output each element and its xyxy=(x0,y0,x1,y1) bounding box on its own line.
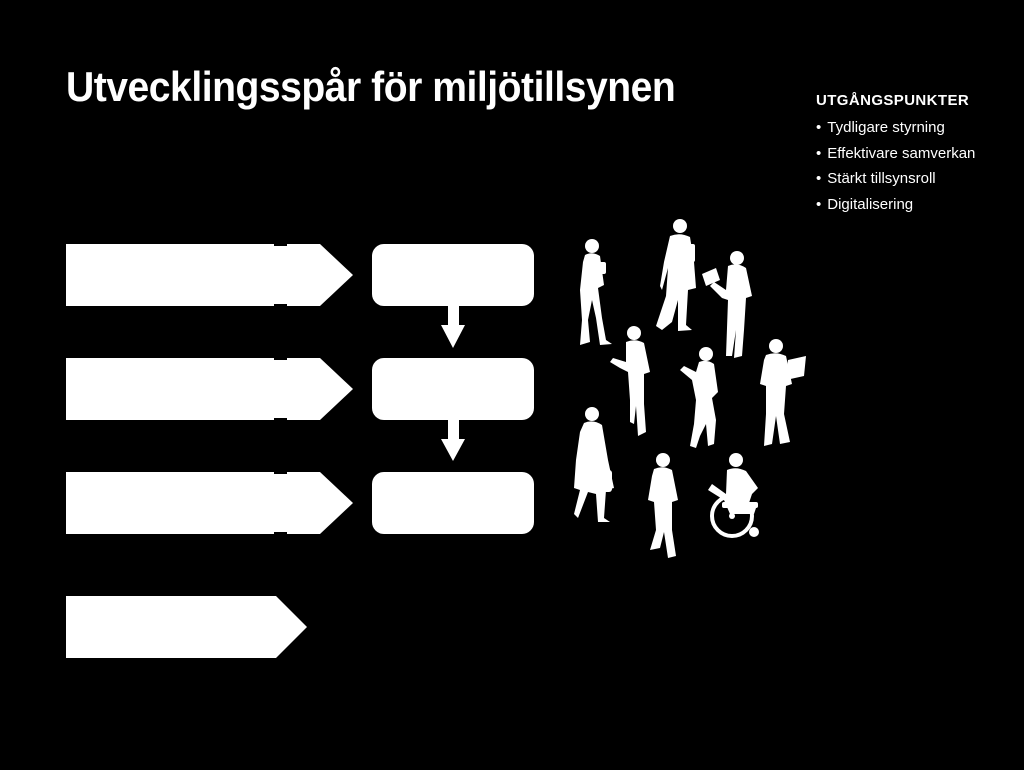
page-title: Utvecklingsspår för miljötillsynen xyxy=(66,63,676,110)
starting-point-item: Tydligare styrning xyxy=(816,115,1016,141)
starting-points-panel: UTGÅNGSPUNKTER Tydligare styrning Effekt… xyxy=(816,92,1016,217)
person-silhouette-icon xyxy=(702,251,752,358)
process-step-1 xyxy=(372,244,534,306)
process-steps xyxy=(372,244,534,534)
people-group xyxy=(574,219,806,558)
person-silhouette-icon xyxy=(648,453,678,558)
starting-points-heading: UTGÅNGSPUNKTER xyxy=(816,92,970,109)
track-arrows xyxy=(66,244,353,658)
wheelchair-user-icon xyxy=(708,453,759,538)
starting-point-item: Stärkt tillsynsroll xyxy=(816,166,1016,192)
process-step-3 xyxy=(372,472,534,534)
process-step-2 xyxy=(372,358,534,420)
track-arrow-1 xyxy=(66,244,353,306)
person-silhouette-icon xyxy=(574,407,614,522)
person-silhouette-icon xyxy=(760,339,806,446)
track-arrow-2 xyxy=(66,358,353,420)
person-silhouette-icon xyxy=(610,326,650,436)
starting-point-item: Effektivare samverkan xyxy=(816,141,1016,167)
track-arrow-3 xyxy=(66,472,353,534)
starting-point-item: Digitalisering xyxy=(816,192,1016,218)
track-arrow-4 xyxy=(66,596,307,658)
starting-points-list: Tydligare styrning Effektivare samverkan… xyxy=(816,115,1016,217)
person-silhouette-icon xyxy=(680,347,718,448)
down-arrow-icon xyxy=(441,420,465,461)
person-silhouette-icon xyxy=(580,239,612,345)
down-arrow-icon xyxy=(441,306,465,348)
person-silhouette-icon xyxy=(656,219,696,331)
